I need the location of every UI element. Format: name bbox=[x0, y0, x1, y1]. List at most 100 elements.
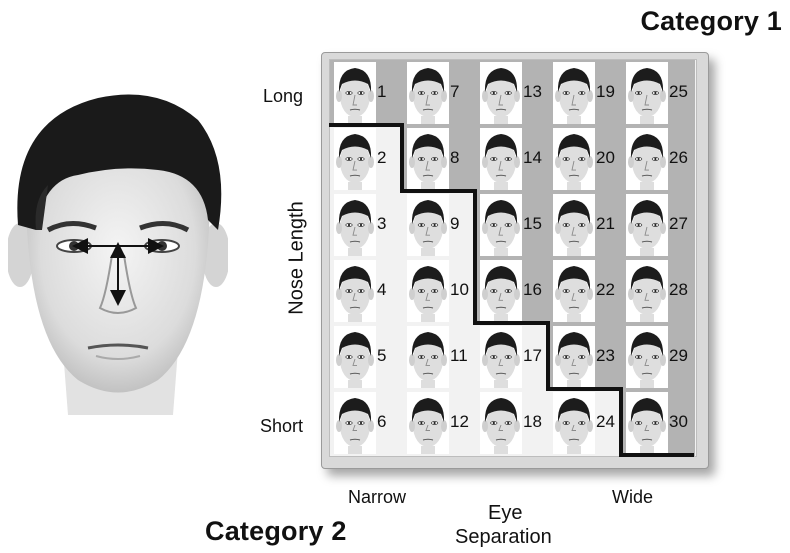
stimulus-cell: 25 bbox=[622, 60, 695, 126]
stimulus-cell: 19 bbox=[549, 60, 622, 126]
y-axis-title: Nose Length bbox=[286, 201, 309, 314]
stimulus-cell: 9 bbox=[403, 192, 476, 258]
face-thumbnail-icon bbox=[334, 62, 376, 124]
face-thumbnail-icon bbox=[334, 260, 376, 322]
face-thumbnail-icon bbox=[334, 326, 376, 388]
y-axis-bottom-label: Short bbox=[260, 416, 303, 437]
stimulus-number: 9 bbox=[450, 214, 459, 234]
face-thumbnail-icon bbox=[407, 260, 449, 322]
face-thumbnail-icon bbox=[480, 326, 522, 388]
stimulus-number: 7 bbox=[450, 82, 459, 102]
stimulus-cell: 15 bbox=[476, 192, 549, 258]
stimulus-cell: 8 bbox=[403, 126, 476, 192]
stimulus-number: 10 bbox=[450, 280, 469, 300]
stimulus-number: 4 bbox=[377, 280, 386, 300]
stimulus-cell: 2 bbox=[330, 126, 403, 192]
stimulus-number: 5 bbox=[377, 346, 386, 366]
stimulus-number: 12 bbox=[450, 412, 469, 432]
face-with-measure-arrows-icon bbox=[8, 80, 228, 415]
stimulus-number: 29 bbox=[669, 346, 688, 366]
stimulus-cell: 23 bbox=[549, 324, 622, 390]
stimulus-cell: 10 bbox=[403, 258, 476, 324]
face-thumbnail-icon bbox=[480, 194, 522, 256]
category-1-title: Category 1 bbox=[640, 6, 782, 37]
stimulus-number: 24 bbox=[596, 412, 615, 432]
face-thumbnail-icon bbox=[480, 128, 522, 190]
face-thumbnail-icon bbox=[334, 392, 376, 454]
stimulus-number: 16 bbox=[523, 280, 542, 300]
stimulus-number: 11 bbox=[450, 346, 468, 366]
face-thumbnail-icon bbox=[626, 194, 668, 256]
stimulus-number: 23 bbox=[596, 346, 615, 366]
x-axis-title-line2: Separation bbox=[455, 526, 552, 549]
stimulus-cell: 27 bbox=[622, 192, 695, 258]
face-thumbnail-icon bbox=[626, 326, 668, 388]
stimulus-number: 30 bbox=[669, 412, 688, 432]
stimulus-cell: 20 bbox=[549, 126, 622, 192]
stimulus-cell: 4 bbox=[330, 258, 403, 324]
category-2-title: Category 2 bbox=[205, 516, 347, 547]
stimulus-cell: 26 bbox=[622, 126, 695, 192]
stimulus-cell: 17 bbox=[476, 324, 549, 390]
stimulus-cell: 3 bbox=[330, 192, 403, 258]
stimulus-number: 27 bbox=[669, 214, 688, 234]
stimulus-number: 21 bbox=[596, 214, 615, 234]
stimulus-number: 3 bbox=[377, 214, 386, 234]
face-thumbnail-icon bbox=[407, 62, 449, 124]
x-axis-left-label: Narrow bbox=[348, 487, 406, 508]
face-thumbnail-icon bbox=[480, 260, 522, 322]
stimulus-number: 18 bbox=[523, 412, 542, 432]
stimulus-cell: 11 bbox=[403, 324, 476, 390]
stimulus-number: 26 bbox=[669, 148, 688, 168]
face-thumbnail-icon bbox=[407, 194, 449, 256]
stimulus-cell: 6 bbox=[330, 390, 403, 456]
face-thumbnail-icon bbox=[626, 260, 668, 322]
face-thumbnail-icon bbox=[626, 62, 668, 124]
stimulus-number: 13 bbox=[523, 82, 542, 102]
stimulus-cell: 30 bbox=[622, 390, 695, 456]
face-thumbnail-icon bbox=[480, 392, 522, 454]
stimulus-cell: 5 bbox=[330, 324, 403, 390]
face-thumbnail-icon bbox=[553, 62, 595, 124]
stimulus-cell: 7 bbox=[403, 60, 476, 126]
stimulus-number: 28 bbox=[669, 280, 688, 300]
stimulus-cell: 14 bbox=[476, 126, 549, 192]
x-axis-right-label: Wide bbox=[612, 487, 653, 508]
face-thumbnail-icon bbox=[553, 326, 595, 388]
stimulus-number: 22 bbox=[596, 280, 615, 300]
stimulus-number: 25 bbox=[669, 82, 688, 102]
stimulus-number: 2 bbox=[377, 148, 386, 168]
stimulus-cell: 21 bbox=[549, 192, 622, 258]
stimulus-number: 8 bbox=[450, 148, 459, 168]
face-thumbnail-icon bbox=[407, 392, 449, 454]
stimulus-number: 1 bbox=[377, 82, 386, 102]
stimulus-cell: 28 bbox=[622, 258, 695, 324]
y-axis-top-label: Long bbox=[263, 86, 303, 107]
stimulus-cell: 24 bbox=[549, 390, 622, 456]
face-thumbnail-icon bbox=[553, 260, 595, 322]
face-thumbnail-icon bbox=[480, 62, 522, 124]
stimulus-cell: 18 bbox=[476, 390, 549, 456]
stimulus-number: 6 bbox=[377, 412, 386, 432]
stimulus-number: 20 bbox=[596, 148, 615, 168]
face-thumbnail-icon bbox=[334, 194, 376, 256]
stimulus-cell: 12 bbox=[403, 390, 476, 456]
face-thumbnail-icon bbox=[626, 392, 668, 454]
face-thumbnail-icon bbox=[407, 128, 449, 190]
stimulus-cell: 1 bbox=[330, 60, 403, 126]
stimulus-number: 15 bbox=[523, 214, 542, 234]
stimulus-number: 14 bbox=[523, 148, 542, 168]
face-thumbnail-icon bbox=[553, 392, 595, 454]
stimulus-cell: 16 bbox=[476, 258, 549, 324]
stimulus-number: 19 bbox=[596, 82, 615, 102]
face-thumbnail-icon bbox=[407, 326, 449, 388]
face-thumbnail-icon bbox=[626, 128, 668, 190]
stimulus-cell: 22 bbox=[549, 258, 622, 324]
stimulus-cell: 13 bbox=[476, 60, 549, 126]
face-thumbnail-icon bbox=[334, 128, 376, 190]
face-thumbnail-icon bbox=[553, 194, 595, 256]
x-axis-title-line1: Eye bbox=[488, 502, 522, 525]
stimulus-number: 17 bbox=[523, 346, 542, 366]
